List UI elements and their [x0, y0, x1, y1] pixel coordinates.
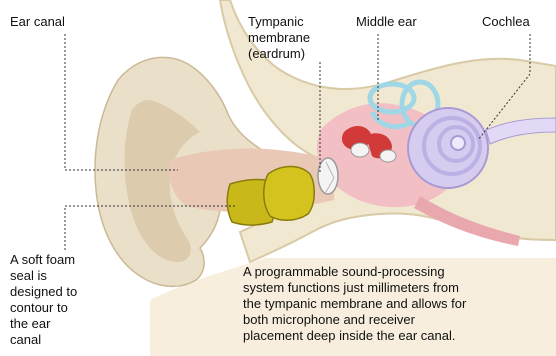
foam-seal-caption: A soft foam seal is designed to contour … — [10, 252, 120, 348]
ear-canal-label: Ear canal — [10, 14, 65, 30]
sound-processor — [264, 167, 315, 221]
cochlea — [408, 108, 488, 188]
tympanic-membrane-label: Tympanic membrane (eardrum) — [248, 14, 310, 62]
middle-ear-label: Middle ear — [356, 14, 417, 30]
cochlea-label: Cochlea — [482, 14, 530, 30]
tympanic-membrane — [318, 158, 338, 194]
sound-system-caption: A programmable sound-processing system f… — [243, 264, 553, 344]
